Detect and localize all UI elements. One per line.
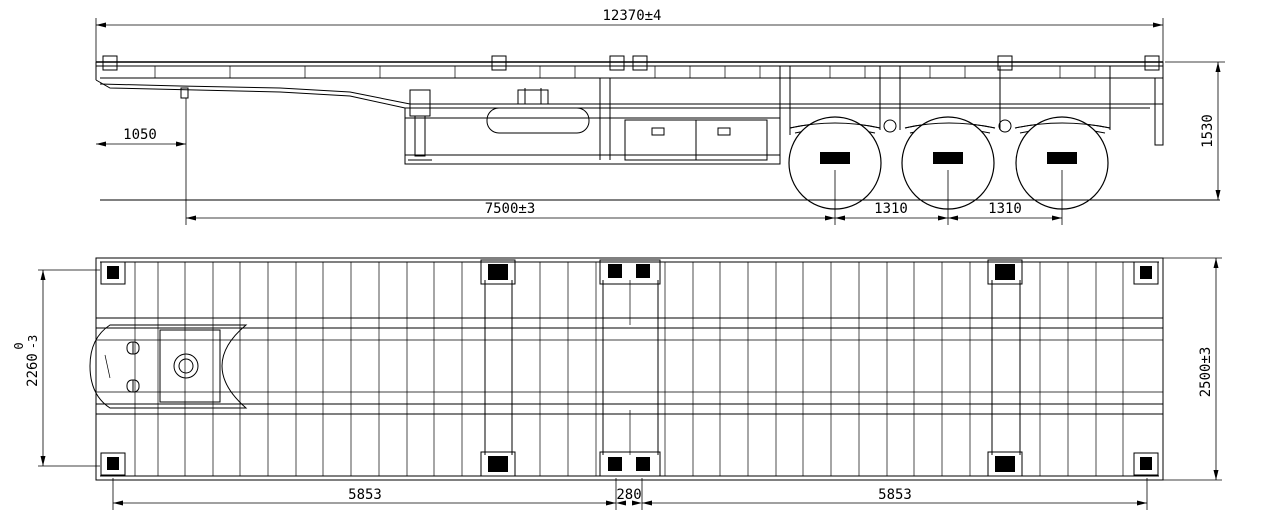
twistlock-icon (480, 451, 516, 477)
twistlock-icon (100, 452, 126, 476)
axle-spacing-1-label: 1310 (874, 201, 908, 217)
twistlock-icon (100, 261, 126, 285)
overall-length-dimension: 12370±4 (95, 8, 1164, 62)
axle-spacing-2-label: 1310 (988, 201, 1022, 217)
side-elevation-view: 12370±4 (95, 8, 1225, 225)
twistlock-icon (599, 451, 661, 477)
deck-outline (95, 257, 1164, 481)
rear-section-label: 5853 (878, 487, 912, 503)
twistlock-tol-lower: -3 (26, 335, 40, 349)
deck-height-dimension: 1530 (1165, 61, 1225, 200)
front-overhang-dimension: 1050 (96, 98, 187, 225)
twistlock-icon (1133, 452, 1159, 476)
twistlock-tol-upper: 0 (12, 342, 26, 349)
cross-members (134, 262, 1124, 476)
twistlock-span-dimension: 2260 0 -3 (12, 269, 100, 467)
twistlock-icon (480, 259, 516, 285)
twistlock-icon (1133, 261, 1159, 285)
gooseneck-plate (89, 324, 248, 409)
front-section-label: 5853 (348, 487, 382, 503)
kingpin-icon (173, 353, 199, 379)
deck-height-label: 1530 (1200, 114, 1216, 148)
overall-width-dimension: 2500±3 (1163, 257, 1222, 481)
center-gap-label: 280 (616, 487, 641, 503)
kingpin-to-axle-label: 7500±3 (485, 201, 536, 217)
twistlocks (100, 259, 1159, 477)
axle-spacing-dimensions: 1310 1310 (835, 170, 1063, 225)
wheels (788, 116, 1111, 210)
overall-length-label: 12370±4 (602, 8, 661, 24)
plan-view: 2260 0 -3 2500±3 5853 (12, 257, 1222, 510)
front-overhang-label: 1050 (123, 127, 157, 143)
twistlock-icon (599, 259, 661, 285)
deck-frame (95, 55, 1164, 165)
twistlock-icon (987, 259, 1023, 285)
twistlock-span-label: 2260 (25, 353, 41, 387)
twistlock-icon (987, 451, 1023, 477)
overall-width-label: 2500±3 (1198, 347, 1214, 398)
twistlock-spacing-dimensions: 5853 280 5853 (112, 478, 1148, 510)
kingpin-to-axle-dimension: 7500±3 (186, 170, 836, 225)
